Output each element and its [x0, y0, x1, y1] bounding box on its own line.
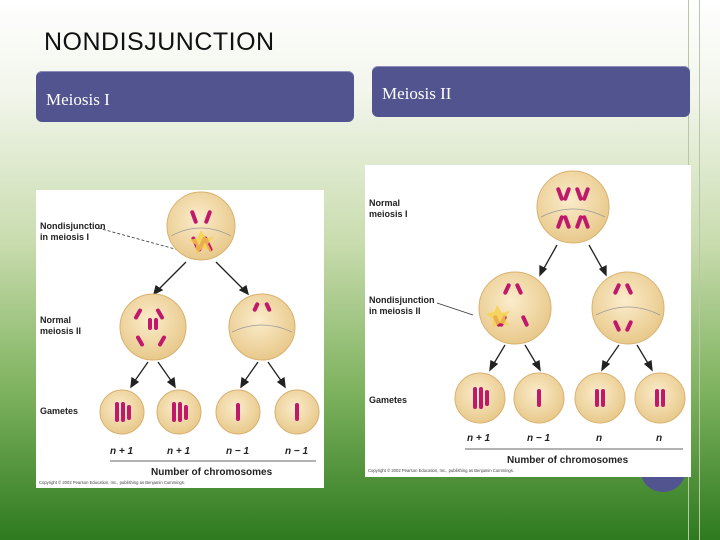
label-nondisjunction: Nondisjunction — [369, 295, 435, 305]
daughter-cell — [479, 272, 551, 344]
count-label: n — [656, 433, 662, 444]
axis-caption: Number of chromosomes — [507, 455, 629, 466]
meiosis-i-header-label: Meiosis I — [46, 90, 110, 110]
label-normal: Normal — [369, 198, 400, 208]
daughter-cell — [120, 294, 186, 360]
meiosis-ii-header: Meiosis II — [372, 66, 690, 117]
label-in-meiosis: in meiosis II — [369, 306, 421, 316]
daughter-cell — [229, 294, 295, 360]
label-normal-2: meiosis II — [40, 326, 81, 336]
label-gametes: Gametes — [40, 406, 78, 416]
meiosis-ii-header-label: Meiosis II — [382, 84, 451, 104]
label-in-meiosis: in meiosis I — [40, 232, 89, 242]
daughter-cell — [592, 272, 664, 344]
count-label: n + 1 — [167, 446, 191, 457]
gamete — [514, 373, 564, 423]
meiosis-i-header: Meiosis I — [36, 71, 354, 122]
pointer-line — [437, 303, 473, 315]
gamete — [455, 373, 505, 423]
copyright-text: Copyright © 2002 Pearson Education, Inc.… — [368, 468, 514, 473]
label-gametes: Gametes — [369, 395, 407, 405]
gamete — [275, 390, 319, 434]
meiosis-ii-figure: Normal meiosis I Nondisjunction in meios… — [365, 165, 691, 477]
parent-cell — [537, 171, 609, 243]
label-normal-2: meiosis I — [369, 209, 408, 219]
meiosis-i-figure: Nondisjunction in meiosis I Normal meios… — [36, 190, 324, 488]
count-label: n − 1 — [527, 433, 551, 444]
count-label: n − 1 — [285, 446, 309, 457]
gamete — [575, 373, 625, 423]
slide-title: NONDISJUNCTION — [44, 28, 275, 57]
gamete — [216, 390, 260, 434]
gamete — [100, 390, 144, 434]
gamete — [157, 390, 201, 434]
slide-edge-line — [699, 0, 700, 540]
parent-cell — [167, 192, 235, 260]
meiosis-ii-diagram: Normal meiosis I Nondisjunction in meios… — [365, 165, 691, 477]
arrow-group — [131, 362, 285, 387]
count-label: n − 1 — [226, 446, 250, 457]
count-label: n + 1 — [110, 446, 134, 457]
arrow-group — [490, 345, 652, 370]
meiosis-i-diagram: Nondisjunction in meiosis I Normal meios… — [36, 190, 324, 488]
label-nondisjunction: Nondisjunction — [40, 221, 106, 231]
axis-caption: Number of chromosomes — [151, 467, 273, 478]
gamete — [635, 373, 685, 423]
label-normal: Normal — [40, 315, 71, 325]
arrow-group — [540, 245, 606, 275]
copyright-text: Copyright © 2002 Pearson Education, Inc.… — [39, 480, 185, 485]
count-label: n — [596, 433, 602, 444]
arrow-group — [154, 262, 248, 294]
count-label: n + 1 — [467, 433, 491, 444]
